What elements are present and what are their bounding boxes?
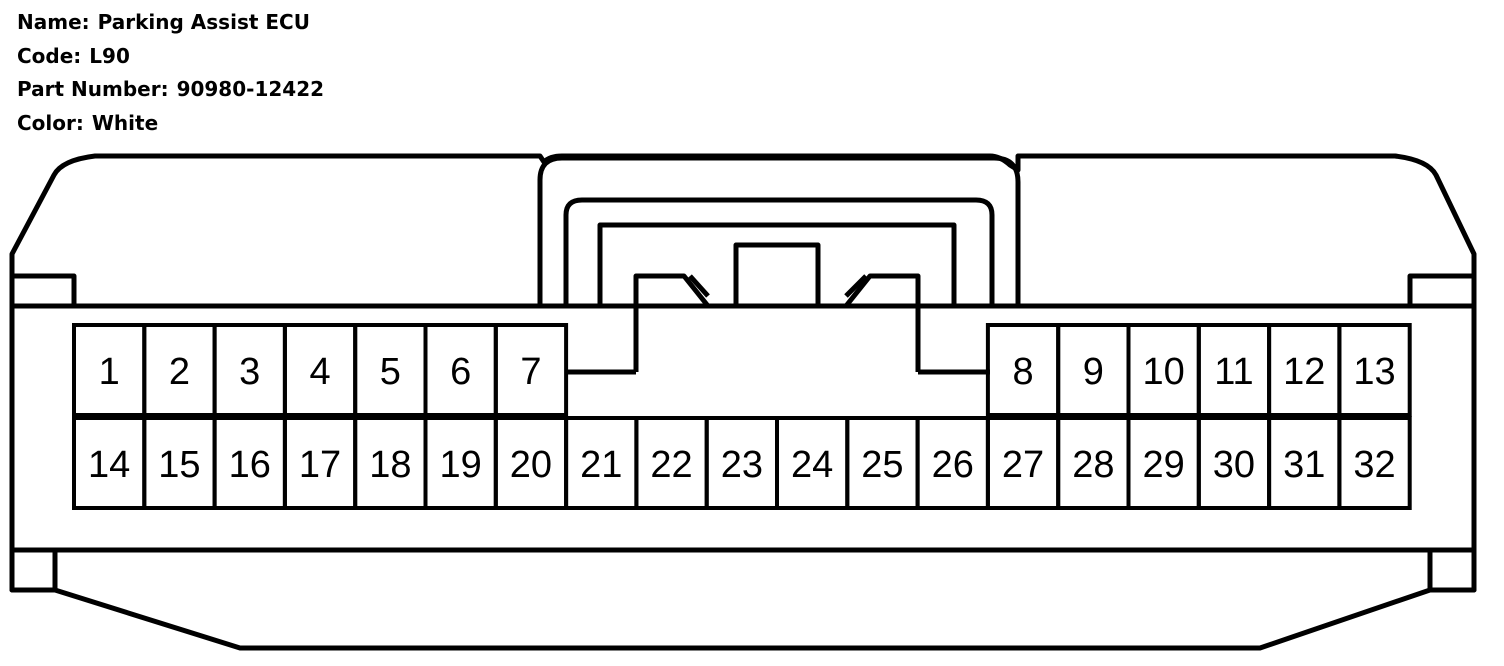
pin-number: 30 <box>1213 444 1255 486</box>
pin-number: 23 <box>721 444 763 486</box>
pin-cavity <box>493 323 569 417</box>
pin-number: 32 <box>1353 444 1395 486</box>
lock-tab <box>597 222 957 306</box>
name-label: Name: <box>17 10 90 34</box>
housing-outline <box>9 153 1477 309</box>
lock-inner <box>563 197 995 306</box>
pin-cavity <box>1337 323 1412 417</box>
part-number-label: Part Number: <box>17 77 169 101</box>
pin-number: 21 <box>580 444 622 486</box>
pin-number: 29 <box>1143 444 1185 486</box>
pin-number: 26 <box>932 444 974 486</box>
pin-number: 4 <box>309 351 330 393</box>
pin-number: 14 <box>88 444 130 486</box>
color-label: Color: <box>17 110 84 135</box>
code-value: L90 <box>89 43 130 68</box>
bottom-left-foot <box>9 550 58 593</box>
code-line: Code: L90 <box>17 40 324 74</box>
lock-latch-inner <box>688 274 868 298</box>
pin-number: 6 <box>450 351 471 393</box>
pin-number: 18 <box>369 444 411 486</box>
pin-number: 19 <box>440 444 482 486</box>
connector-info: Name: Parking Assist ECU Code: L90 Part Nu… <box>17 6 324 140</box>
pin-number: 16 <box>229 444 271 486</box>
lock-latch <box>633 242 921 372</box>
pin-number: 5 <box>380 351 401 393</box>
pin-number: 9 <box>1083 351 1104 393</box>
pin-number: 24 <box>791 444 833 486</box>
color-value: White <box>91 110 159 135</box>
pin-number: 13 <box>1353 351 1395 393</box>
pin-number: 27 <box>1002 444 1044 486</box>
right-ledge <box>1407 273 1474 306</box>
pin-number: 1 <box>99 351 120 393</box>
pin-number: 25 <box>861 444 903 486</box>
pin-number: 8 <box>1012 351 1033 393</box>
pin-number: 22 <box>650 444 692 486</box>
name-value: Parking Assist ECU <box>97 10 310 34</box>
pin-cavity <box>1337 416 1412 510</box>
left-ledge <box>12 273 77 306</box>
part-number-line: Part Number: 90980-12422 <box>17 73 324 107</box>
part-number-value: 90980-12422 <box>176 77 325 101</box>
pin-number: 20 <box>510 444 552 486</box>
lock-housing <box>537 155 1021 306</box>
pin-number: 7 <box>520 351 541 393</box>
pin-number: 15 <box>158 444 200 486</box>
color-line: Color: White <box>17 107 324 141</box>
pin-number: 10 <box>1143 351 1185 393</box>
pin-number: 2 <box>169 351 190 393</box>
pin-number: 17 <box>299 444 341 486</box>
bottom-right-foot <box>1427 550 1477 593</box>
pin-number: 28 <box>1072 444 1114 486</box>
pin-number: 12 <box>1283 351 1325 393</box>
pin-number: 3 <box>239 351 260 393</box>
pin-number: 11 <box>1214 351 1253 393</box>
name-line: Name: Parking Assist ECU <box>17 6 324 40</box>
code-label: Code: <box>17 43 82 68</box>
pin-number: 31 <box>1283 444 1325 486</box>
